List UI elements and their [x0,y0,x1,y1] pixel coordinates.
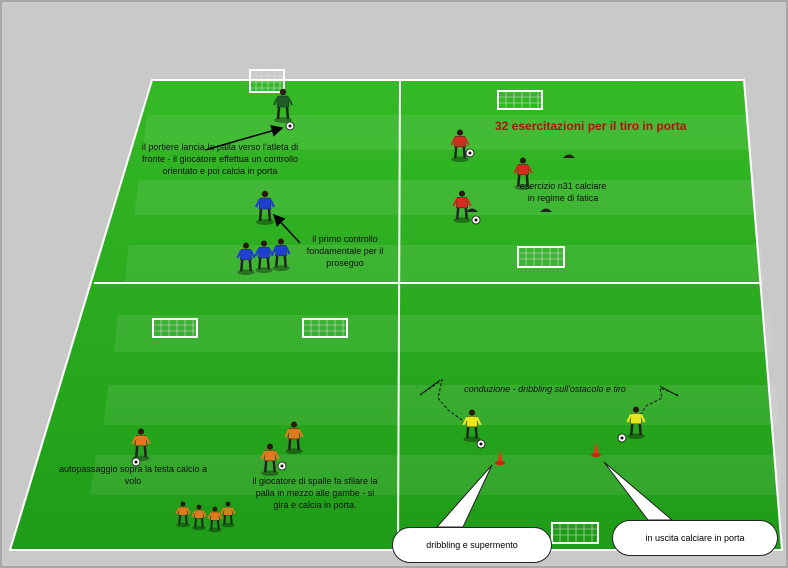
goal-bottom-right [551,522,599,544]
pitch-surface [10,80,782,550]
note-line: autopassaggio sopra la testa calcio a [58,464,208,474]
dribble-path-1 [419,378,463,421]
player-icon [272,88,294,123]
cone-icon [540,208,552,212]
player-icon [254,190,276,225]
dribble-path-2 [639,387,679,417]
page-title: 32 esercitazioni per il tiro in porta [495,119,687,133]
note-line: gira e calcia in porta. [273,500,357,510]
grass-stripes [90,115,781,495]
note-self-pass: autopassaggio sopra la testa calcio a vo… [38,463,228,487]
cone-icon [563,154,575,158]
player-icon [220,501,236,528]
note-line: fondamentale per il [306,246,384,256]
note-line: in regime di fatica [527,193,599,203]
player-icon [271,238,291,272]
pitch-lines [8,79,784,551]
note-line: il primo controllo [312,234,378,244]
ball-icon [131,457,141,467]
player-icon [207,506,223,533]
cone-icon [495,450,505,465]
note-line: orientato e poi calcia in porta [162,166,278,176]
player-icon [236,242,256,276]
dribble-mark-1 [419,379,441,396]
player-icon [191,504,207,531]
ball-icon [465,148,475,158]
cone-icon [591,442,601,457]
bubble-dribbling: dribbling e supermento [392,527,552,563]
note-first-control: il primo controllo fondamentale per il p… [290,233,400,269]
player-icon [450,129,470,163]
goal-bottom-left-2 [302,318,348,338]
note-dribble: conduzione - dribbling sull'ostacolo e t… [464,384,626,394]
note-line: palla in mezzo alle gambe - si [255,488,375,498]
player-icon [513,157,533,191]
note-back-turn: il giocatore di spalle fa sfilare la pal… [230,475,400,511]
player-icon [462,409,482,443]
ball-icon [617,433,627,443]
note-line: esercizio n31 calciare [519,181,607,191]
balls-layer [131,121,627,471]
arrow-keeper-throw [204,125,284,151]
ball-icon [476,439,486,449]
goal-bottom-left-1 [152,318,198,338]
arrow-first-control [272,213,301,244]
ball-icon [285,121,295,131]
player-icon [175,501,191,528]
bubble-shoot: in uscita calciare in porta [612,520,778,556]
note-line: volo [124,476,142,486]
ball-icon [471,215,481,225]
note-line: proseguo [326,258,364,268]
note-keeper-throw: il portiere lancia la palla verso l'atle… [120,141,320,177]
player-icon [452,190,472,224]
cone-icon [466,208,478,212]
goal-top-right [497,90,543,110]
ball-icon [277,461,287,471]
note-line: il giocatore di spalle fa sfilare la [252,476,378,486]
players-layer [131,88,646,533]
player-icon [260,443,280,477]
player-icon [284,421,304,455]
player-icon [254,240,274,274]
player-icon [131,428,151,462]
player-icon [626,406,646,440]
goal-top-left [249,69,285,93]
note-fatigue: esercizio n31 calciare in regime di fati… [508,180,618,204]
note-line: fronte - il giocatore effettua un contro… [142,154,298,164]
note-line: il portiere lancia la palla verso l'atle… [141,142,299,152]
dribble-mark-2 [659,385,679,397]
goal-top-right-bottom [517,246,565,268]
